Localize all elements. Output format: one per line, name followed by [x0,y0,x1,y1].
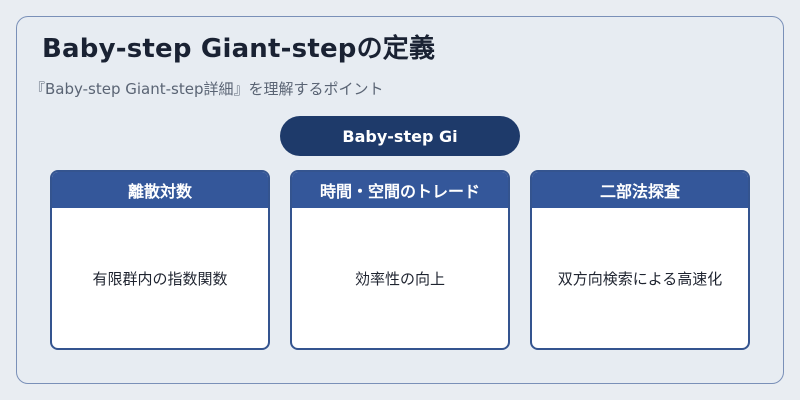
center-label-text: Baby-step Gi [342,126,458,146]
page-title: Baby-step Giant-stepの定義 [42,34,436,64]
card-body-text: 有限群内の指数関数 [92,269,228,288]
card-body: 効率性の向上 [292,208,508,348]
concept-card-bidirectional-search: 二部法探査 双方向検索による高速化 [530,170,750,350]
card-heading: 離散対数 [127,182,192,201]
card-header: 離散対数 [52,172,268,208]
card-body: 双方向検索による高速化 [532,208,748,348]
center-label-pill: Baby-step Gi [280,116,520,156]
card-header: 二部法探査 [532,172,748,208]
concept-card-discrete-log: 離散対数 有限群内の指数関数 [50,170,270,350]
concept-card-time-space-tradeoff: 時間・空間のトレード 効率性の向上 [290,170,510,350]
card-body-text: 効率性の向上 [354,269,445,288]
card-heading: 二部法探査 [599,182,680,201]
card-body: 有限群内の指数関数 [52,208,268,348]
page-subtitle: 『Baby-step Giant-step詳細』を理解するポイント [30,80,384,98]
card-header: 時間・空間のトレード [292,172,508,208]
card-body-text: 双方向検索による高速化 [557,269,723,288]
card-heading: 時間・空間のトレード [319,182,480,201]
